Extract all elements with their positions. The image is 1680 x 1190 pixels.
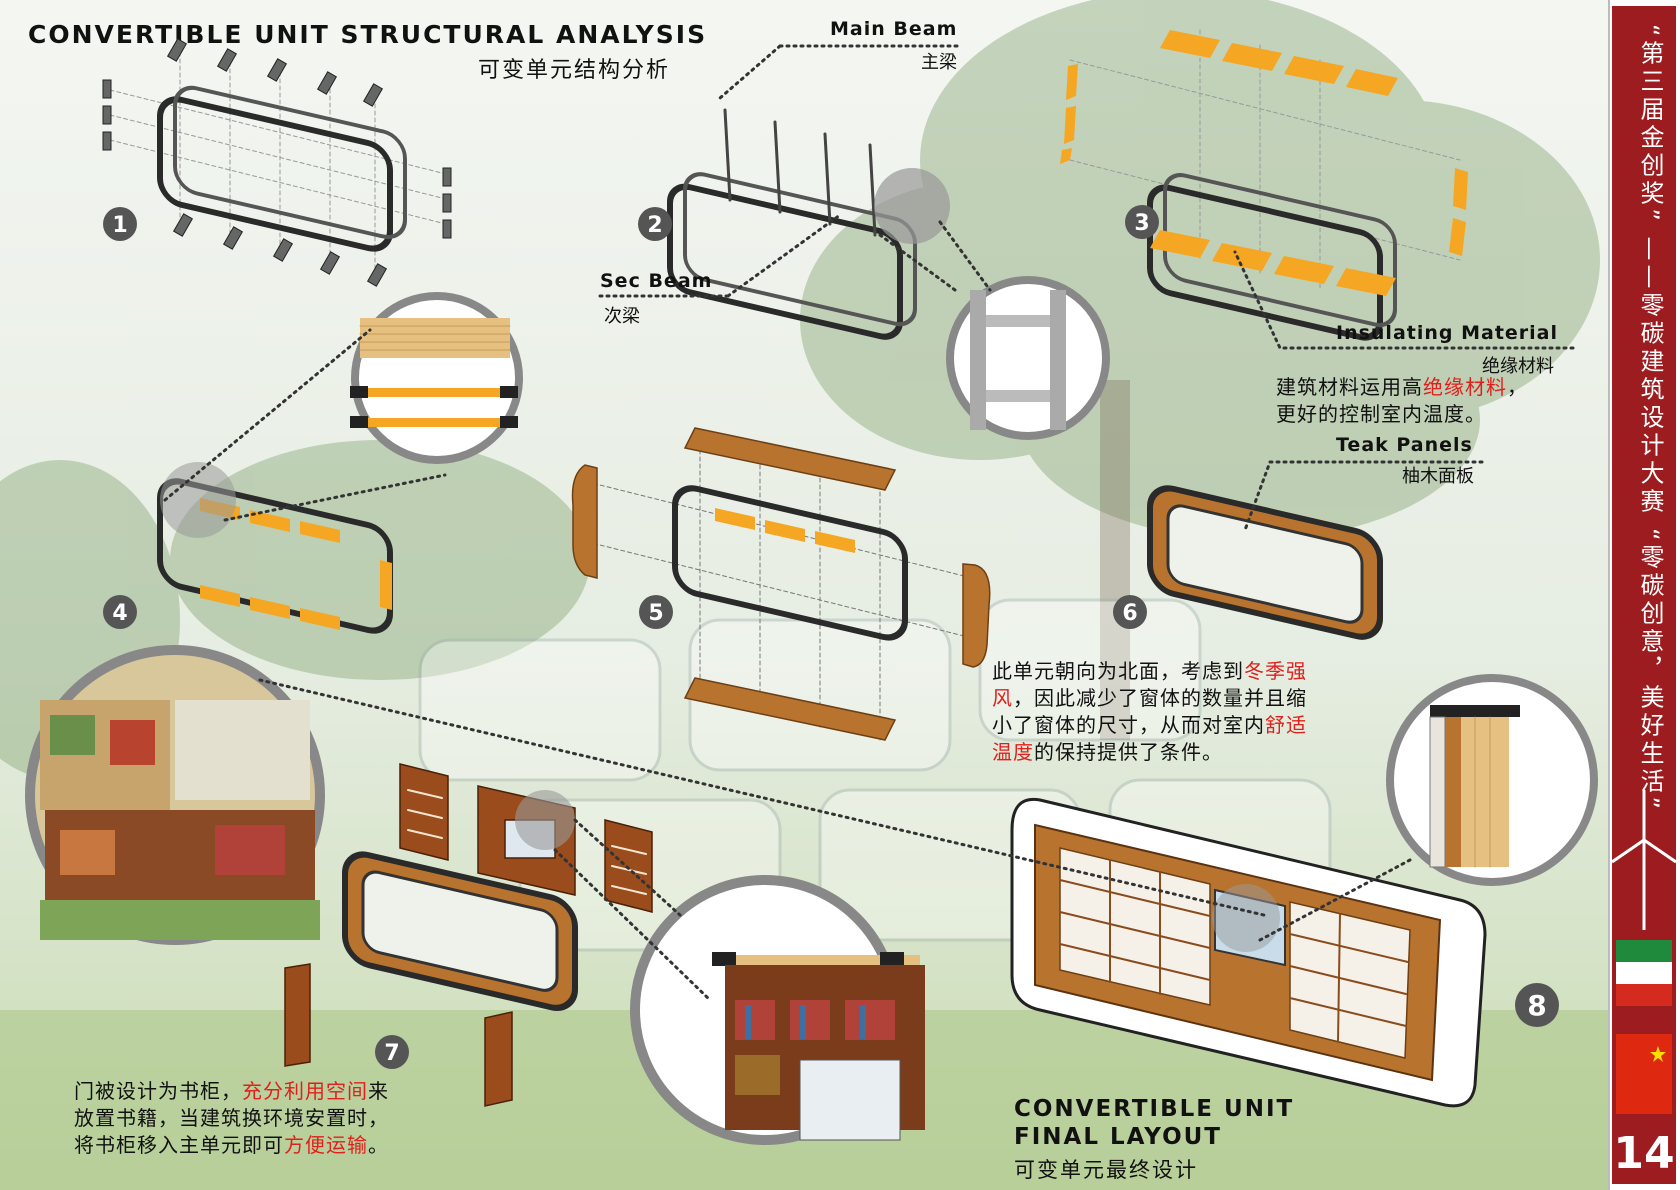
page-title: CONVERTIBLE UNIT STRUCTURAL ANALYSIS [28,20,708,49]
step-number-1: 1 [112,213,127,238]
sec-beam-label: Sec Beam [600,270,713,292]
page-number: 14 [1612,1124,1676,1184]
step-6-teak-clad-unit [1147,485,1383,640]
zoom-detail-frame-joint [946,276,1110,440]
step-badge-2: 2 [638,207,672,241]
bookshelf-door-description: 门被设计为书柜，充分利用空间来 放置书籍，当建筑换环境安置时， 将书柜移入主单元… [74,1079,389,1157]
final-layout-title-cn: 可变单元最终设计 [1014,1158,1198,1182]
competition-title: “第三届金创奖” ——零碳建筑设计大赛 “零碳创意，美好生活” [1636,24,1664,813]
wind-turbine-icon [1612,790,1676,930]
step-badge-3: 3 [1125,205,1159,239]
final-layout-title-1: CONVERTIBLE UNIT [1014,1096,1295,1122]
insulating-material-label: Insulating Material [1336,322,1559,344]
china-flag-icon [1616,1034,1672,1114]
teak-panels-label-cn: 柚木面板 [1402,466,1474,487]
step-badge-8: 8 [1515,983,1559,1027]
insulating-description: 建筑材料运用高绝缘材料， 更好的控制室内温度。 [1276,375,1528,426]
zoom-detail-insulation-section [350,292,523,464]
step-badge-4: 4 [103,595,137,629]
teak-panels-label: Teak Panels [1336,434,1473,456]
step-7-bookshelf-door [284,763,653,1107]
zoom-detail-bookshelf [630,875,925,1145]
insulating-material-label-cn: 绝缘材料 [1482,356,1554,377]
step-1-exploded-frame [102,38,452,287]
italy-flag-icon [1616,940,1672,1006]
zoom-detail-wall-section [1386,674,1598,886]
page-subtitle: 可变单元结构分析 [478,58,671,83]
step-badge-1: 1 [103,207,137,241]
step-5-teak-exploded [571,427,991,741]
sidebar-graphics [1612,790,1676,1114]
step-number-3: 3 [1134,211,1149,236]
step-number-4: 4 [112,601,127,626]
step-2-assembled-frame [667,108,950,340]
structural-diagram: 1 2 3 4 5 6 7 8 [25,29,1598,1145]
north-orientation-description: 此单元朝向为北面，考虑到冬季强 风，因此减少了窗体的数量并且缩 小了窗体的尺寸，… [992,659,1307,764]
step-badge-6: 6 [1113,595,1147,629]
step-number-8: 8 [1527,989,1546,1022]
step-badge-5: 5 [639,595,673,629]
final-layout-title-2: FINAL LAYOUT [1014,1124,1222,1150]
main-beam-label: Main Beam [830,18,958,40]
main-beam-label-cn: 主梁 [921,52,957,73]
step-3-insulation [1060,29,1468,341]
step-4-insulated-frame [157,462,393,634]
step-number-2: 2 [647,213,662,238]
zoom-photo-interior [25,645,325,945]
step-number-7: 7 [384,1041,399,1066]
step-number-6: 6 [1122,601,1137,626]
step-8-final-unit [1010,797,1487,1108]
sec-beam-label-cn: 次梁 [604,306,640,327]
step-number-5: 5 [648,601,663,626]
step-badge-7: 7 [375,1035,409,1069]
